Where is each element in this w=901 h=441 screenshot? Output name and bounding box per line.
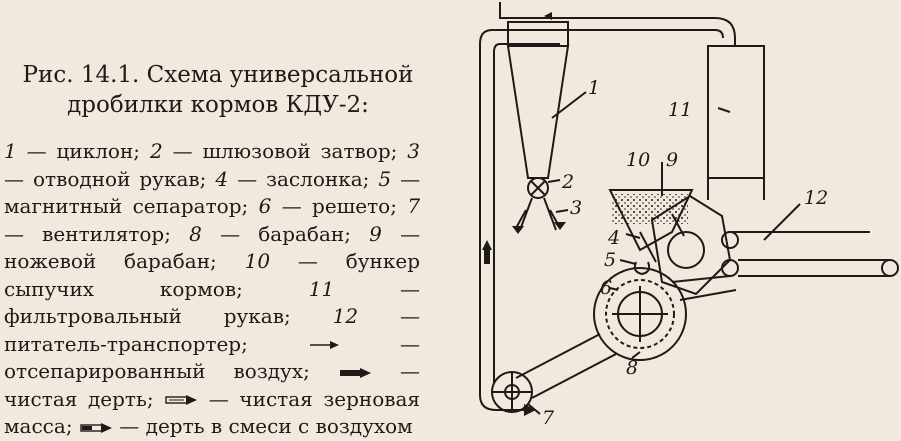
cyclone xyxy=(506,21,576,179)
feeder-conveyor xyxy=(721,231,899,277)
legend-item: 7 — вентилятор; xyxy=(4,194,421,246)
discharge-sleeve xyxy=(515,197,561,231)
legend-item: 9 — ножевой барабан; xyxy=(4,221,421,274)
kdu2-schematic: 1 2 3 4 5 6 7 8 9 10 11 12 xyxy=(479,2,899,429)
gate xyxy=(639,231,657,263)
legend-arrow-mixed: — дерть в смеси с воздухом xyxy=(79,414,413,438)
legend-arrow-clean-meal: — чистая дерть; xyxy=(4,359,421,411)
legend-item: 4 — заслонка; xyxy=(215,166,370,191)
legend-item: 3 — отводной рукав; xyxy=(4,139,421,191)
label-5: 5 xyxy=(604,249,616,271)
caption-title: Рис. 14.1. Схема универсальной дробилки … xyxy=(8,60,428,120)
caption-title-line1: Рис. 14.1. Схема универсальной xyxy=(22,62,414,88)
label-11: 11 xyxy=(668,99,692,121)
legend-item: 10 — бункер сыпучих кормов; xyxy=(4,249,421,301)
label-2: 2 xyxy=(561,171,574,193)
label-6: 6 xyxy=(600,277,612,299)
legend-item: 11 — фильтровальный рукав; xyxy=(4,276,421,329)
air-duct xyxy=(479,29,560,411)
meal-channel xyxy=(515,333,617,399)
mixed-arrow-icon xyxy=(80,422,112,433)
top-duct-inner xyxy=(515,29,724,39)
legend-item: 1 — циклон; xyxy=(4,139,141,163)
label-7: 7 xyxy=(542,407,555,429)
sieve xyxy=(605,279,675,349)
legend-item: 12 — питатель-транспортер; xyxy=(4,304,421,356)
figure-caption: Рис. 14.1. Схема универсальной дробилки … xyxy=(0,0,440,438)
legend-item: 6 — решето; xyxy=(258,194,397,218)
legend-item: 8 — барабан; xyxy=(189,221,351,246)
label-3: 3 xyxy=(570,197,582,219)
legend-item: 5 — магнитный сепаратор; xyxy=(4,166,421,219)
label-4: 4 xyxy=(607,227,620,249)
filter-sleeve xyxy=(707,45,765,179)
solid-arrow-icon xyxy=(339,367,371,378)
magnetic-separator xyxy=(633,261,651,276)
thin-arrow-icon xyxy=(309,341,339,349)
hollow-arrow-icon xyxy=(165,395,198,405)
caption-legend: 1 — циклон; 2 — шлюзовой затвор; 3 — отв… xyxy=(4,138,420,441)
legend-arrow-air: — отсепарированный воздух; xyxy=(4,331,421,384)
hopper xyxy=(608,189,694,252)
label-9: 9 xyxy=(666,149,678,171)
legend-item: 2 — шлюзовой затвор; xyxy=(149,139,398,163)
top-duct xyxy=(499,2,736,46)
sluice-gate xyxy=(527,177,549,199)
air-duct-inner xyxy=(493,43,560,384)
knife-drum-housing xyxy=(650,194,732,296)
knife-drum xyxy=(667,231,705,269)
label-12: 12 xyxy=(804,187,828,209)
air-flow-arrow-up xyxy=(482,240,492,250)
caption-title-line2: дробилки кормов КДУ-2: xyxy=(67,92,369,118)
drum-housing xyxy=(593,267,687,361)
label-1: 1 xyxy=(588,77,600,99)
label-8: 8 xyxy=(626,357,638,379)
label-10: 10 xyxy=(626,149,650,171)
